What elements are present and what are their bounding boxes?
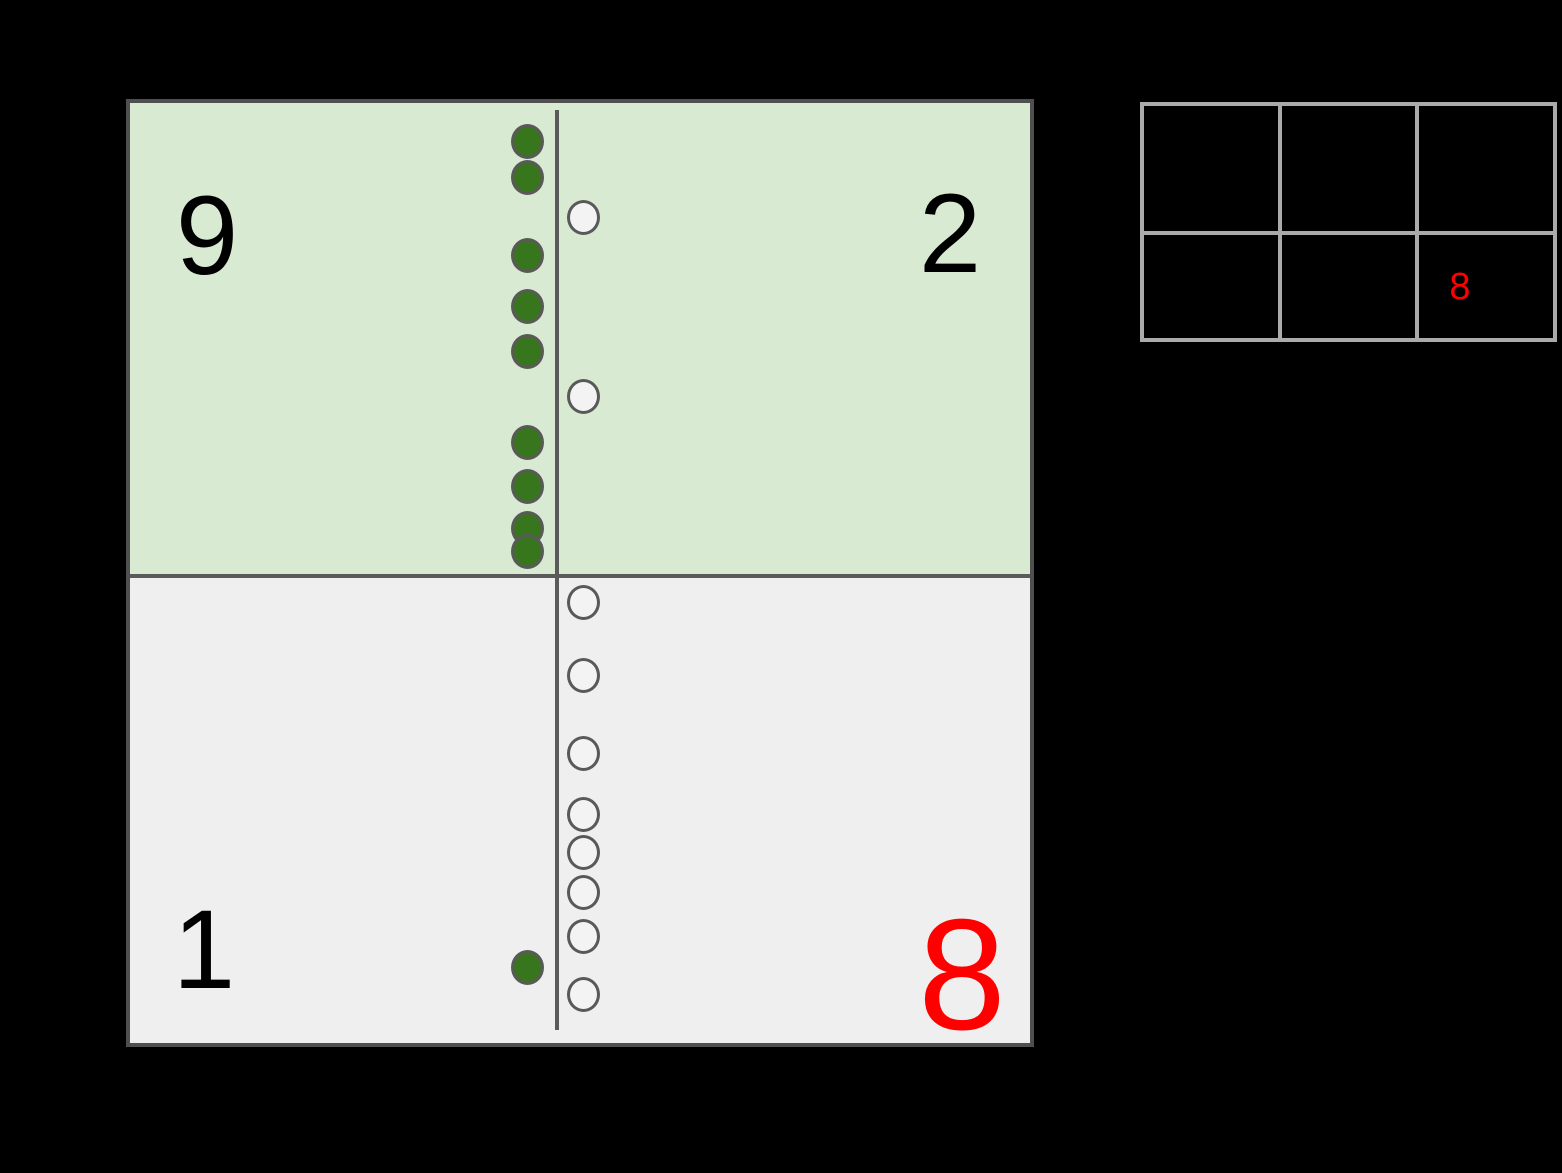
- green-counter-dot[interactable]: [511, 124, 544, 159]
- answer-grid-cell: [1281, 106, 1416, 231]
- green-counter-dot[interactable]: [511, 334, 544, 369]
- answer-grid-cell: [1144, 235, 1278, 338]
- white-counter-dot[interactable]: [567, 919, 600, 954]
- answer-grid-cell-answer: 8: [1419, 235, 1553, 338]
- top-right-count-label: 2: [918, 171, 982, 296]
- center-divider-line: [555, 110, 559, 1030]
- answer-grid-cell: [1144, 106, 1278, 231]
- white-counter-dot[interactable]: [567, 875, 600, 910]
- white-counter-dot[interactable]: [567, 379, 600, 414]
- white-counter-dot[interactable]: [567, 200, 600, 235]
- quadrant-board: 9 2 1 8: [126, 99, 1034, 1054]
- answer-grid-cell: [1281, 235, 1416, 338]
- green-counter-dot[interactable]: [511, 238, 544, 273]
- white-counter-dot[interactable]: [567, 835, 600, 870]
- green-counter-dot[interactable]: [511, 469, 544, 504]
- white-counter-dot[interactable]: [567, 977, 600, 1012]
- answer-grid-cell: [1419, 106, 1553, 231]
- green-counter-dot[interactable]: [511, 534, 544, 569]
- bottom-right-answer-label: 8: [918, 887, 1006, 1063]
- green-counter-dot[interactable]: [511, 425, 544, 460]
- green-counter-dot[interactable]: [511, 950, 544, 985]
- horizontal-divider-line: [130, 574, 1030, 578]
- top-left-count-label: 9: [175, 173, 239, 298]
- white-counter-dot[interactable]: [567, 658, 600, 693]
- top-half-region: [130, 103, 1030, 574]
- answer-grid: 8: [1140, 102, 1557, 342]
- green-counter-dot[interactable]: [511, 160, 544, 195]
- white-counter-dot[interactable]: [567, 797, 600, 832]
- green-counter-dot[interactable]: [511, 289, 544, 324]
- white-counter-dot[interactable]: [567, 736, 600, 771]
- dot-layer: [130, 103, 1030, 1043]
- white-counter-dot[interactable]: [567, 585, 600, 620]
- bottom-left-count-label: 1: [172, 887, 236, 1012]
